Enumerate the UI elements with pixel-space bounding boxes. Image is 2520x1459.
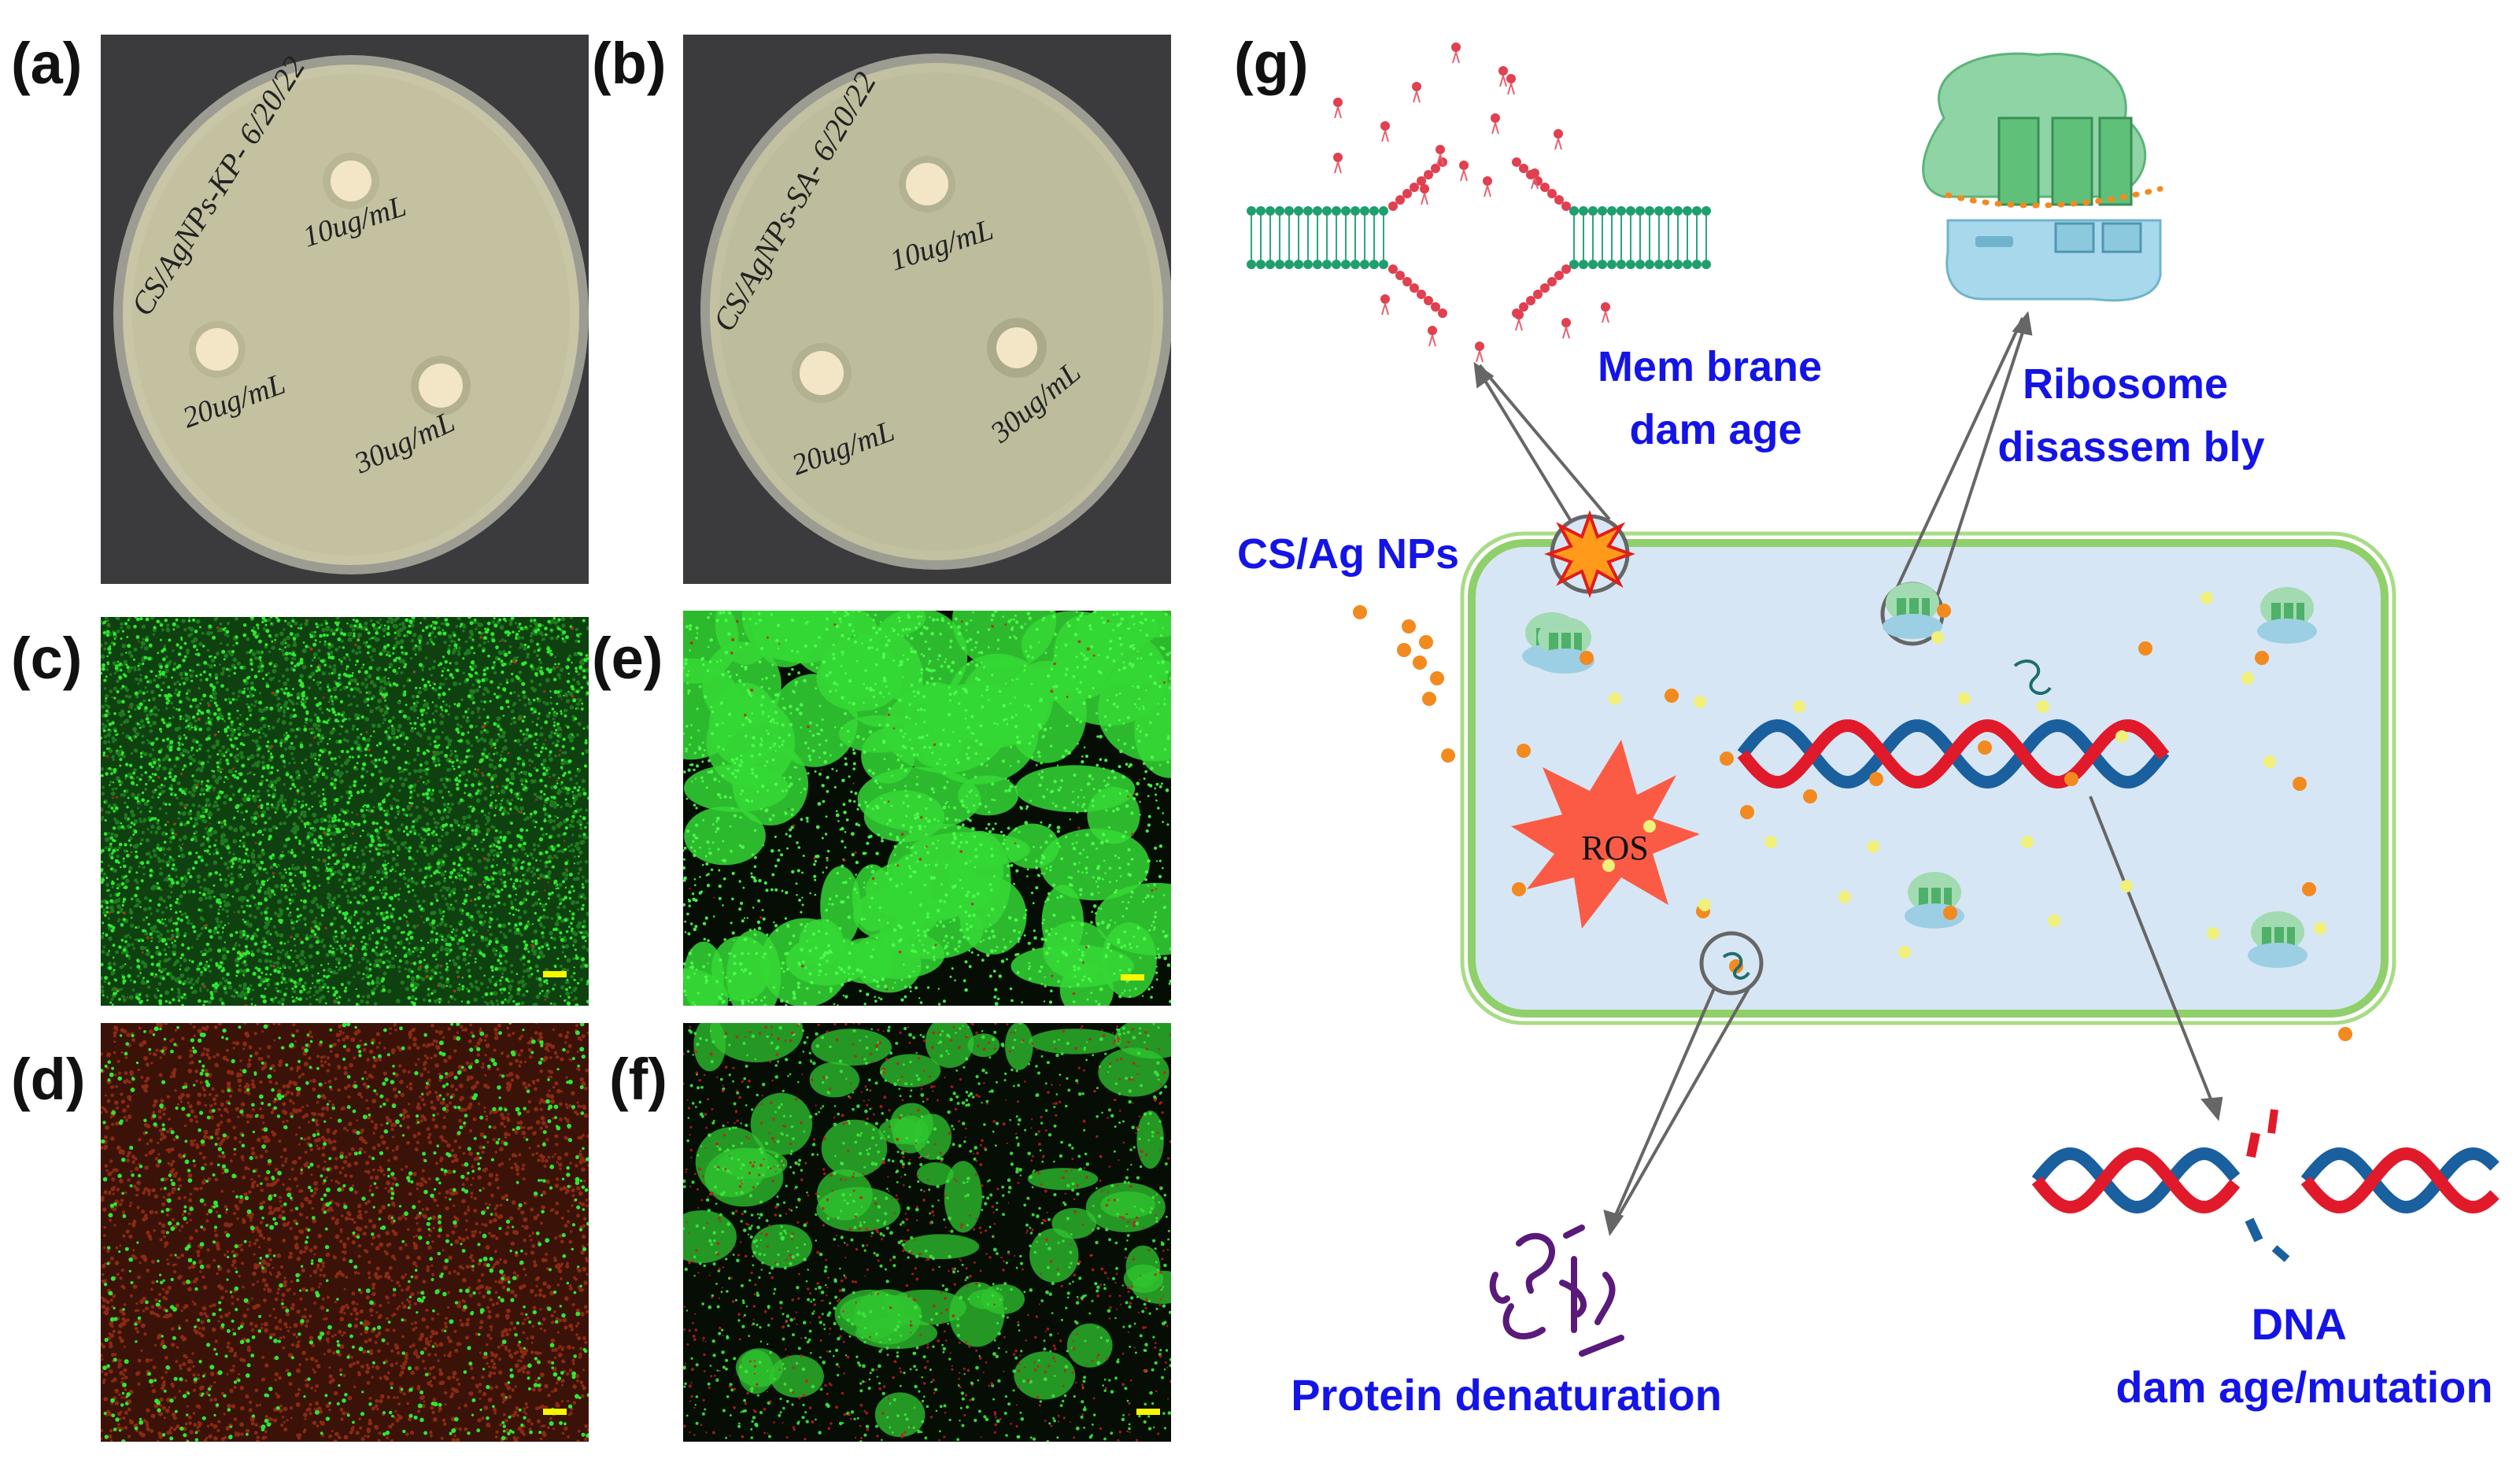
pointer-lines bbox=[1473, 311, 2223, 1236]
agar-plate-photo-a: CS/AgNPs-KP- 6/20/22 10ug/mL 20ug/mL 30u… bbox=[101, 35, 589, 584]
ros-label: ROS bbox=[1581, 829, 1649, 867]
membrane-bilayer-icon bbox=[1247, 42, 1711, 363]
denatured-protein-icon bbox=[1489, 1224, 1624, 1357]
fluorescence-image-f bbox=[683, 1023, 1171, 1442]
nanoparticles-label: CS/Ag NPs bbox=[1237, 530, 1459, 578]
antibiotic-disk bbox=[323, 153, 379, 209]
membrane-damage-label: Mem brane dam age bbox=[1598, 343, 1834, 453]
cell-dots bbox=[101, 617, 589, 1006]
scale-bar bbox=[1136, 1409, 1160, 1415]
fluorescence-image-d bbox=[101, 1023, 589, 1442]
mechanism-diagram: ROS CS/Ag NPs Mem brane dam age Ribos bbox=[1212, 0, 2520, 1459]
damaged-dna-icon bbox=[2031, 1109, 2500, 1262]
ribosome-mini-icon bbox=[2257, 587, 2317, 644]
ros-burst: ROS bbox=[1511, 740, 1700, 929]
panel-label-d: (d) bbox=[11, 1047, 86, 1112]
antibiotic-disk bbox=[189, 321, 246, 378]
ribosome-mini-icon bbox=[1883, 582, 1942, 639]
ribosome-icon bbox=[1922, 52, 2163, 302]
ribosome-disassembly-label: Ribosome disassem bly bbox=[1997, 360, 2264, 471]
ribosome-mini-icon bbox=[1905, 872, 1964, 929]
cell-clusters bbox=[683, 1023, 1171, 1438]
ribosome-mini-icon bbox=[2248, 911, 2308, 968]
antibiotic-disk bbox=[792, 343, 852, 403]
cell-dots bbox=[683, 611, 1171, 1006]
cell-dots bbox=[689, 619, 1166, 995]
agar-plate-photo-b: CS/AgNPs-SA- 6/20/22 10ug/mL 20ug/mL 30u… bbox=[683, 35, 1171, 584]
antibiotic-disk bbox=[987, 318, 1047, 378]
cell-dots bbox=[101, 617, 589, 1006]
scale-bar bbox=[543, 971, 567, 977]
cell-dots bbox=[101, 1023, 589, 1442]
panel-label-f: (f) bbox=[609, 1047, 667, 1112]
cell-dots bbox=[683, 1023, 1171, 1442]
fluorescence-image-e bbox=[683, 611, 1171, 1006]
protein-icon bbox=[1722, 659, 2052, 980]
antibiotic-disk bbox=[411, 356, 471, 416]
membrane-magnifier bbox=[1544, 510, 1635, 598]
scale-bar bbox=[543, 1409, 567, 1415]
cell-dots bbox=[101, 1023, 589, 1442]
cell-dots bbox=[102, 619, 578, 1006]
panel-label-b: (b) bbox=[592, 31, 667, 96]
cell-dots bbox=[683, 1023, 1171, 1442]
panel-label-a: (a) bbox=[11, 31, 83, 96]
cell-clusters bbox=[683, 611, 1171, 1006]
dna-damage-label: DNA dam age/mutation bbox=[2115, 1299, 2492, 1412]
protein-denaturation-label: Protein denaturation bbox=[1291, 1370, 1722, 1420]
panel-label-g: (g) bbox=[1234, 31, 1309, 96]
ribosome-mini-icon bbox=[1535, 617, 1594, 674]
panel-label-c: (c) bbox=[11, 626, 83, 691]
scale-bar bbox=[1121, 974, 1144, 981]
dna-helix bbox=[1737, 718, 2170, 789]
nanoparticles bbox=[1353, 592, 2352, 1041]
panel-label-e: (e) bbox=[592, 626, 663, 691]
antibiotic-disk bbox=[899, 156, 955, 212]
fluorescence-image-c bbox=[101, 617, 589, 1006]
